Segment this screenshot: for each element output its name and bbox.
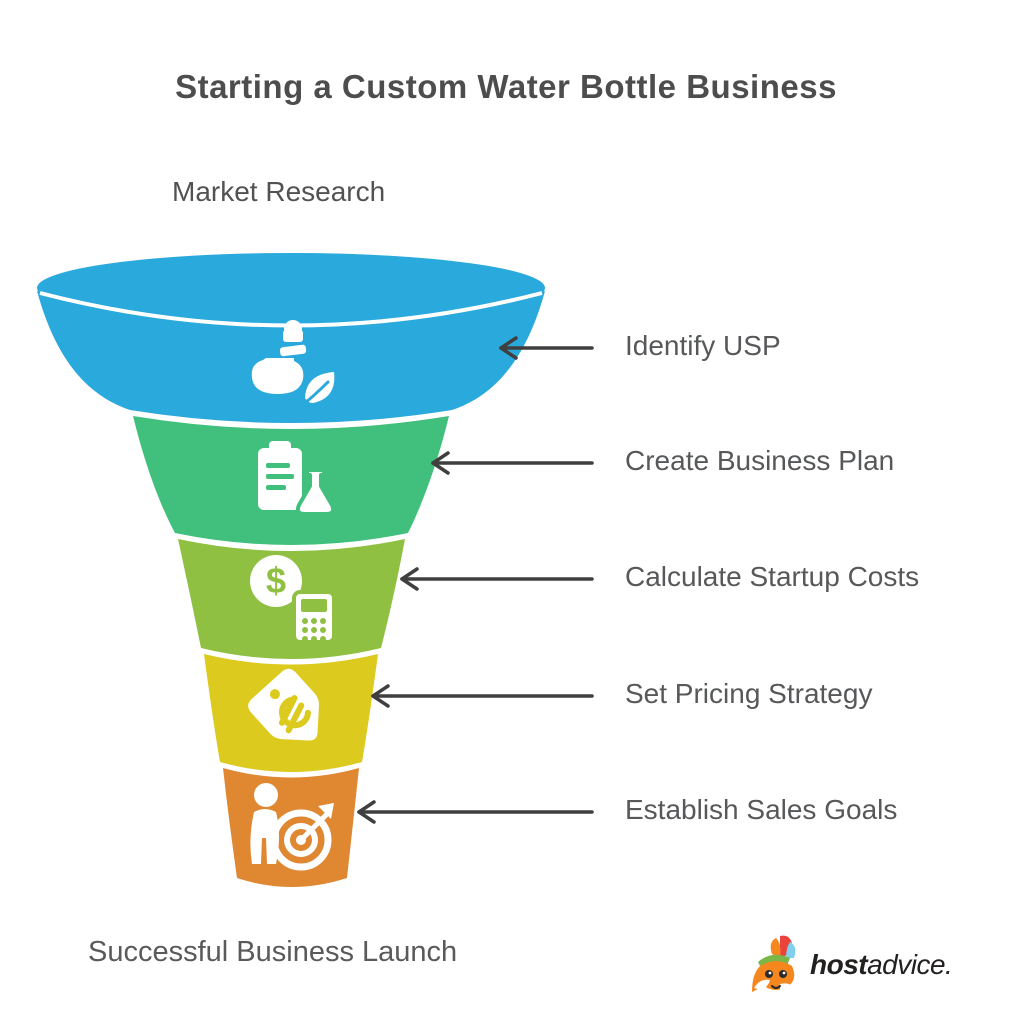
stage-label-establish-sales-goals: Establish Sales Goals [625, 794, 898, 825]
clipboard-flask-icon [258, 441, 336, 516]
funnel-stage-identify-usp [37, 291, 545, 423]
funnel-bottom-label: Successful Business Launch [88, 936, 458, 968]
funnel-top-ellipse [37, 253, 545, 323]
hostadvice-logo: hostadvice. [750, 934, 953, 996]
stage-label-identify-usp: Identify USP [625, 330, 781, 361]
logo-text-host: host [810, 949, 868, 980]
arrow-establish-sales-goals [357, 800, 594, 824]
stage-label-calculate-startup-costs: Calculate Startup Costs [625, 561, 920, 592]
arrow-calculate-startup-costs [400, 567, 594, 591]
person-target-icon [250, 783, 334, 871]
arrow-set-pricing-strategy [371, 684, 594, 708]
svg-text:$: $ [266, 560, 286, 601]
arrow-identify-usp [499, 336, 594, 360]
price-tag-icon [248, 668, 319, 741]
stage-label-create-business-plan: Create Business Plan [625, 445, 895, 476]
coin-calculator-icon: $ [250, 555, 336, 644]
eco-bottle-icon [251, 320, 335, 410]
funnel-top-label: Market Research [172, 176, 386, 207]
hostadvice-fox-icon [752, 935, 796, 992]
logo-text-advice: advice. [867, 949, 953, 980]
page-title: Starting a Custom Water Bottle Business [175, 68, 837, 105]
hostadvice-logo-text: hostadvice. [810, 949, 953, 981]
arrow-create-business-plan [431, 451, 594, 475]
stage-label-set-pricing-strategy: Set Pricing Strategy [625, 678, 873, 709]
